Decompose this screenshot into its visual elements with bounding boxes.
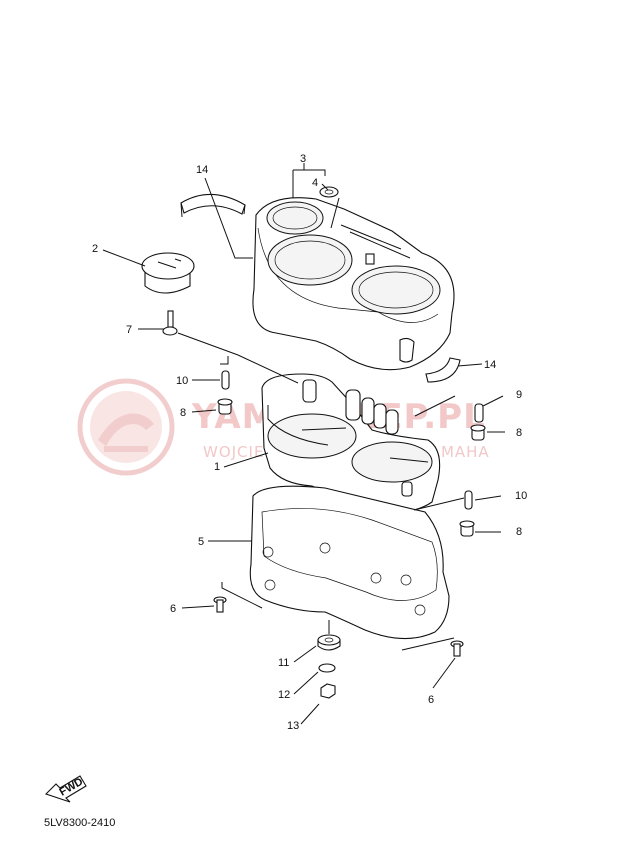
part-13-nut [320, 683, 336, 699]
part-8-grommet-left [217, 398, 233, 415]
callout-5: 5 [198, 536, 204, 548]
part-10-pin-upper [221, 370, 230, 390]
callout-14-lower: 14 [484, 359, 496, 371]
part-1-meter-assembly [261, 373, 441, 514]
leader-lines [102, 163, 505, 725]
callout-2: 2 [92, 243, 98, 255]
callout-13: 13 [287, 720, 299, 732]
part-2-cap [141, 252, 195, 294]
part-8-grommet-right-upper [470, 424, 486, 441]
watermark-logo-icon [77, 378, 175, 476]
part-4-grommet [319, 186, 339, 198]
callout-9: 9 [516, 389, 522, 401]
callout-8-right-upper: 8 [516, 427, 522, 439]
callout-6-right: 6 [428, 694, 434, 706]
part-6-screw-right [450, 640, 464, 657]
callout-14-upper: 14 [196, 164, 208, 176]
part-8-grommet-right-lower [459, 520, 475, 537]
part-9-pin [474, 403, 484, 423]
part-5-lower-case [249, 485, 450, 640]
part-6-screw-left [213, 596, 227, 613]
callouts: 3 4 14 2 7 14 10 8 9 8 1 10 8 5 6 11 12 … [92, 153, 527, 732]
callout-6-left: 6 [170, 603, 176, 615]
callout-12: 12 [278, 689, 290, 701]
callout-7: 7 [126, 324, 132, 336]
part-11-damper [317, 634, 341, 651]
callout-11: 11 [278, 657, 289, 669]
part-7-screw [162, 310, 178, 336]
callout-10-upper: 10 [176, 375, 188, 387]
part-10-pin-lower [464, 490, 473, 510]
fwd-arrow-icon: FWD [44, 775, 87, 803]
callout-3: 3 [300, 153, 306, 165]
part-14-lower-bracket [425, 357, 461, 383]
callout-10-lower: 10 [515, 490, 527, 502]
callout-4: 4 [312, 177, 318, 189]
callout-1: 1 [214, 461, 220, 473]
diagram-code: 5LV8300-2410 [44, 817, 115, 829]
part-3-meter-cover [252, 197, 455, 371]
callout-8-left: 8 [180, 407, 186, 419]
callout-8-right-lower: 8 [516, 526, 522, 538]
part-12-washer [318, 663, 336, 673]
part-14-upper-bracket [180, 193, 246, 218]
